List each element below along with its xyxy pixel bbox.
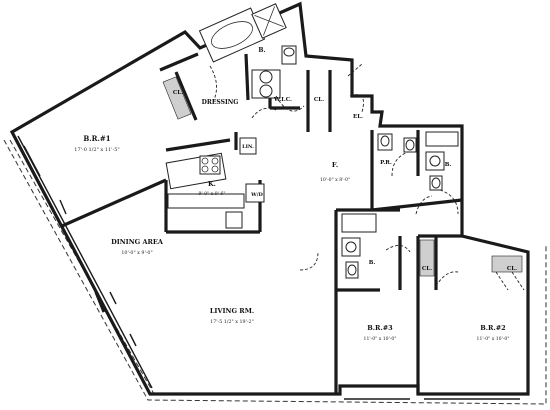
master-bath-label: B. [258, 47, 265, 54]
elevator-label: EL. [353, 114, 363, 120]
windows [59, 199, 520, 400]
living-dims: 17'-5 1/2" x 19'-2" [210, 319, 254, 325]
hall-closet-label: CL. [314, 97, 324, 103]
walk-in-closet-label: W.I.C. [273, 97, 292, 103]
room-labels: B.R.#1 17'-0 1/2" x 11'-5" K. 9'-0" x 9'… [74, 134, 509, 342]
center-bath-fixtures [377, 131, 459, 191]
washer-dryer-label: W/D [250, 192, 263, 198]
dressing-label: DRESSING [202, 99, 239, 106]
foyer-dims: 10'-0" x 8'-0" [320, 177, 350, 183]
br2-closet-label: CL. [507, 266, 517, 272]
dining-label: DINING AREA [111, 238, 164, 246]
br3-bath-label: B. [369, 260, 376, 266]
powder-room-label: P.R. [380, 160, 392, 166]
br3-dims: 11'-0" x 10'-0" [364, 336, 397, 342]
center-bath-label: B. [445, 162, 452, 168]
living-label: LIVING RM. [210, 307, 254, 315]
kitchen-dims: 9'-0" x 9'-6" [198, 191, 225, 197]
br1-closet-label: CL. [173, 90, 183, 96]
br1-dims: 17'-0 1/2" x 11'-5" [74, 147, 119, 153]
br2-dims: 11'-0" x 10'-0" [477, 336, 510, 342]
br2-hall-closet-label: CL. [422, 266, 432, 272]
exterior-walls [9, 1, 530, 396]
dining-dims: 10'-0" x 9'-0" [121, 250, 152, 256]
br1-label: B.R.#1 [83, 134, 110, 143]
kitchen-label: K. [208, 180, 216, 188]
foyer-label: F. [332, 161, 338, 169]
master-bath-fixtures [162, 3, 297, 120]
br3-label: B.R.#3 [367, 324, 393, 332]
kitchen-fixtures [165, 137, 265, 229]
linen-label: LIN. [242, 144, 254, 150]
small-labels: DRESSING B. B. B. P.R. W.I.C. CL. CL. CL… [173, 47, 517, 272]
br2-label: B.R.#2 [480, 324, 505, 332]
door-swings [209, 63, 525, 291]
br3-bath-fixtures [341, 213, 523, 279]
